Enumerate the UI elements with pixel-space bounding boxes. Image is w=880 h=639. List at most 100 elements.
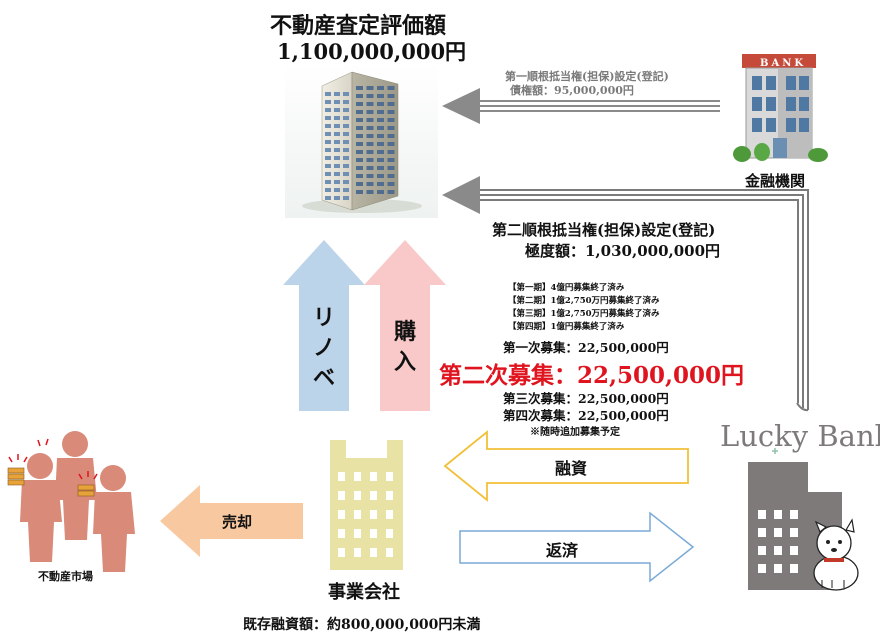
- window: [386, 548, 393, 557]
- window: [325, 188, 331, 192]
- window: [334, 156, 340, 160]
- window: [343, 124, 349, 128]
- window: [356, 150, 363, 154]
- window: [338, 529, 345, 538]
- sale-arrow: [160, 485, 303, 557]
- window: [325, 196, 331, 200]
- window: [366, 118, 374, 122]
- window: [334, 140, 340, 144]
- window: [774, 564, 782, 573]
- window: [354, 491, 361, 500]
- purchase-label: 購入: [393, 319, 416, 375]
- window: [343, 140, 349, 144]
- window: [387, 190, 395, 194]
- window: [370, 510, 377, 519]
- window: [356, 142, 363, 146]
- window: [325, 92, 331, 96]
- lucky-bank-logo: Lucky Bank: [720, 419, 880, 453]
- window: [356, 174, 363, 178]
- window: [356, 126, 363, 130]
- market-people-icon: [7, 431, 135, 572]
- window: [354, 529, 361, 538]
- window: [334, 124, 340, 128]
- window: [334, 132, 340, 136]
- window: [325, 100, 331, 104]
- window: [377, 126, 384, 130]
- window: [387, 166, 395, 170]
- window: [343, 92, 349, 96]
- window: [334, 172, 340, 176]
- first-recruitment: 第一次募集：22,500,000円: [503, 340, 669, 355]
- window: [343, 172, 349, 176]
- window: [338, 472, 345, 481]
- completed-rounds-list: 【第一期】4億円募集終了済み 【第二期】1億2,750万円募集終了済み 【第三期…: [508, 282, 660, 334]
- window: [377, 166, 384, 170]
- window: [790, 546, 798, 555]
- purchase-arrow: [364, 240, 446, 411]
- window: [366, 166, 374, 170]
- window: [377, 134, 384, 138]
- window: [343, 188, 349, 192]
- window: [774, 546, 782, 555]
- second-lien-amount: 極度額：1,030,000,000円: [525, 242, 721, 260]
- window: [325, 156, 331, 160]
- window: [334, 100, 340, 104]
- third-recruitment: 第三次募集：22,500,000円: [503, 391, 669, 406]
- window: [356, 86, 363, 90]
- window: [343, 156, 349, 160]
- window: [377, 86, 384, 90]
- window: [387, 182, 395, 186]
- renovation-arrow: [283, 240, 365, 411]
- window: [334, 164, 340, 168]
- window: [325, 116, 331, 120]
- window: [343, 108, 349, 112]
- window: [334, 188, 340, 192]
- company-name: 事業会社: [328, 582, 400, 603]
- window: [366, 134, 374, 138]
- window: [343, 196, 349, 200]
- window: [386, 510, 393, 519]
- bank-sign: BANK: [760, 58, 807, 69]
- second-recruitment-highlight: 第二次募集：22,500,000円: [439, 362, 745, 389]
- second-lien-label: 第二順根抵当権(担保)設定(登記): [492, 221, 716, 239]
- first-lien-label: 第一順根抵当権(担保)設定(登記): [505, 70, 669, 83]
- window: [387, 142, 395, 146]
- window: [343, 132, 349, 136]
- window: [343, 116, 349, 120]
- property-building-icon: [285, 62, 438, 218]
- window: [354, 510, 361, 519]
- window: [338, 491, 345, 500]
- window: [356, 118, 363, 122]
- completed-round-item: 【第四期】1億円募集終了済み: [508, 322, 625, 332]
- window: [334, 108, 340, 112]
- window: [790, 528, 798, 537]
- repayment-arrow: [459, 511, 695, 583]
- window: [325, 140, 331, 144]
- window: [356, 166, 363, 170]
- window: [354, 472, 361, 481]
- window: [758, 564, 766, 573]
- window: [366, 182, 374, 186]
- window: [387, 102, 395, 106]
- window: [370, 491, 377, 500]
- window: [356, 94, 363, 98]
- market-label: 不動産市場: [38, 570, 93, 583]
- window: [377, 174, 384, 178]
- window: [370, 548, 377, 557]
- window: [386, 472, 393, 481]
- window: [334, 92, 340, 96]
- bank-name: 金融機関: [745, 172, 806, 190]
- window: [758, 528, 766, 537]
- window: [387, 126, 395, 130]
- window: [386, 491, 393, 500]
- window: [366, 102, 374, 106]
- window: [387, 150, 395, 154]
- completed-round-item: 【第二期】1億2,750万円募集終了済み: [508, 296, 660, 306]
- valuation-title: 不動産査定評価額: [270, 13, 447, 39]
- window: [325, 148, 331, 152]
- window: [343, 148, 349, 152]
- window: [377, 118, 384, 122]
- window: [366, 126, 374, 130]
- bank-building-icon: [733, 54, 828, 162]
